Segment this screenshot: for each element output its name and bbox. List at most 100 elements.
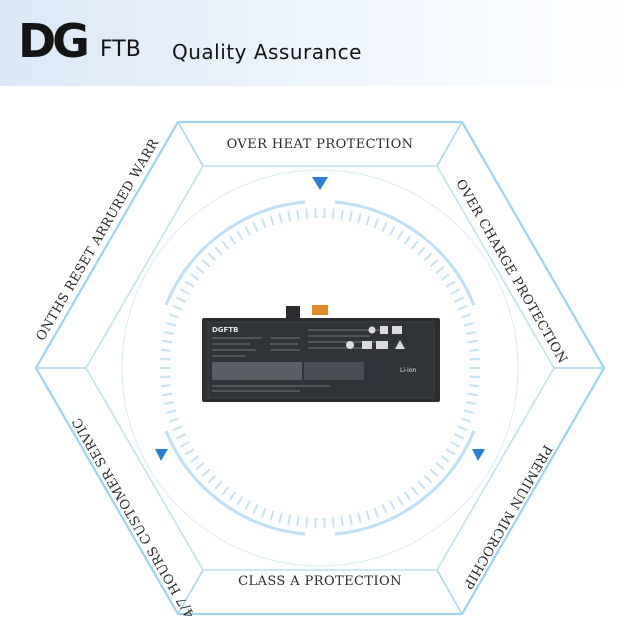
tick-mark [467,392,478,397]
tick-mark [296,516,300,527]
arc-segments [164,200,476,536]
battery-product-image: DGFTB Li-ion [202,305,440,402]
tick-mark [467,339,478,344]
tick-mark [463,321,474,327]
tick-mark [305,517,309,528]
tick-mark [244,500,251,510]
tick-mark [435,462,445,471]
tick-mark [340,209,344,220]
tick-mark [180,288,190,296]
tick-mark [331,517,335,528]
tick-mark [381,222,388,233]
tick-mark [278,213,283,224]
tick-mark [184,448,195,456]
tick-mark [175,433,186,440]
battery-connector-plug [312,305,328,315]
battery-label-brand: DGFTB [212,326,238,334]
tick-mark [465,401,477,406]
arrow-left-icon [155,449,168,461]
battery-label-text-lines [212,329,380,392]
tick-mark [195,462,205,471]
tick-mark [460,313,472,319]
tick-mark [160,375,171,379]
tick-mark [365,510,371,521]
feature-label-top: OVER HEAT PROTECTION [227,137,414,152]
tick-mark [410,486,419,496]
tick-mark [160,348,172,352]
tick-mark [172,304,183,311]
tick-mark [468,384,480,388]
tick-mark [469,357,480,361]
tick-mark [166,321,177,327]
tick-mark [417,246,426,256]
tick-mark [423,252,433,262]
tick-mark [357,213,362,224]
tick-mark [201,468,211,477]
tick-mark [373,218,379,229]
brand-header: DG FTB Quality Assurance [0,0,640,86]
arrow-right-icon [472,449,485,461]
tick-mark [389,226,396,236]
tick-mark [460,417,472,423]
tick-mark [160,357,171,361]
feature-label-bottom: CLASS A PROTECTION [238,574,402,589]
tick-mark [166,409,177,415]
tick-mark [207,474,217,484]
tick-mark [396,495,404,506]
tick-mark [214,480,223,490]
tick-mark [168,417,180,423]
brand-logo-mark: DG [18,14,90,68]
tick-mark [340,516,344,527]
tick-mark [457,304,468,311]
tick-mark [172,425,183,432]
tick-mark [454,433,465,440]
tick-mark [410,240,419,250]
tick-mark [417,480,426,490]
tick-ring [160,208,480,528]
battery-connector [286,306,300,318]
tick-mark [269,510,275,521]
tick-mark [287,514,292,525]
tick-mark [450,288,460,296]
tick-mark [252,503,259,514]
tick-mark [236,495,244,506]
tick-mark [228,491,237,501]
tick-mark [195,265,205,274]
tick-mark [296,209,300,220]
tick-mark [365,215,371,226]
tick-mark [396,230,404,241]
tick-mark [450,440,460,448]
tick-mark [429,259,439,268]
tick-mark [221,486,230,496]
tick-mark [269,215,275,226]
feature-label-lower-right: PREMIUN MICROCHIP [460,442,555,591]
tick-mark [457,425,468,432]
tick-mark [163,401,175,406]
tick-mark [207,252,217,262]
tick-mark [168,313,180,319]
tick-mark [201,259,211,268]
tick-mark [190,455,200,463]
arrow-top-icon [312,177,328,190]
tick-mark [423,474,433,484]
tick-mark [357,512,362,523]
tick-mark [180,440,190,448]
tick-mark [163,330,175,335]
certification-icons [346,326,405,349]
tick-mark [175,296,186,303]
tick-mark [389,500,396,510]
tick-mark [228,235,237,245]
tick-mark [244,226,251,236]
tick-mark [261,218,267,229]
battery-label-panel [212,362,302,380]
tick-mark [221,240,230,250]
tick-mark [463,409,474,415]
outer-circle [121,169,519,567]
tick-mark [236,230,244,241]
tick-mark [435,265,445,274]
tick-mark [305,208,309,219]
tick-mark [454,296,465,303]
tick-mark [160,384,172,388]
tick-mark [162,339,173,344]
